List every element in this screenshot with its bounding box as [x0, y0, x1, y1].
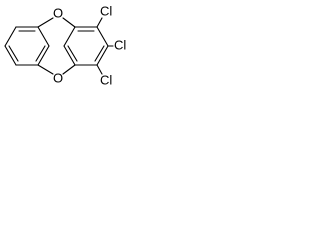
oxygen-top-label: O	[53, 5, 63, 20]
bond-center-1	[37, 17, 54, 28]
bond-left-ring-3	[37, 26, 50, 47]
bond-right-ring-double-2	[94, 45, 105, 62]
bond-center-3	[37, 64, 54, 75]
bond-left-ring-6	[4, 45, 17, 66]
bond-right-ring-3	[96, 45, 109, 66]
bond-cl-bottom	[96, 64, 103, 75]
bond-center-2	[62, 17, 76, 28]
bond-right-ring-5	[63, 45, 76, 66]
chlorine-bottom-label: Cl	[100, 72, 112, 87]
bond-right-ring-2	[96, 26, 109, 47]
bond-left-ring-1	[4, 26, 17, 47]
oxygen-bottom-label: O	[53, 70, 63, 85]
chlorine-top-label: Cl	[100, 3, 112, 18]
bond-left-ring-double-3	[35, 45, 46, 62]
bond-right-ring-double-3	[67, 45, 78, 62]
molecule-svg: O O Cl Cl Cl	[4, 3, 126, 87]
bond-right-ring-6	[63, 26, 76, 47]
chlorine-right-label: Cl	[114, 37, 126, 52]
bond-cl-top	[96, 17, 103, 28]
bond-center-4	[62, 64, 76, 75]
bond-left-ring-double-2	[8, 45, 19, 62]
structure-diagram: O O Cl Cl Cl	[0, 0, 130, 93]
bond-left-ring-4	[37, 45, 50, 66]
